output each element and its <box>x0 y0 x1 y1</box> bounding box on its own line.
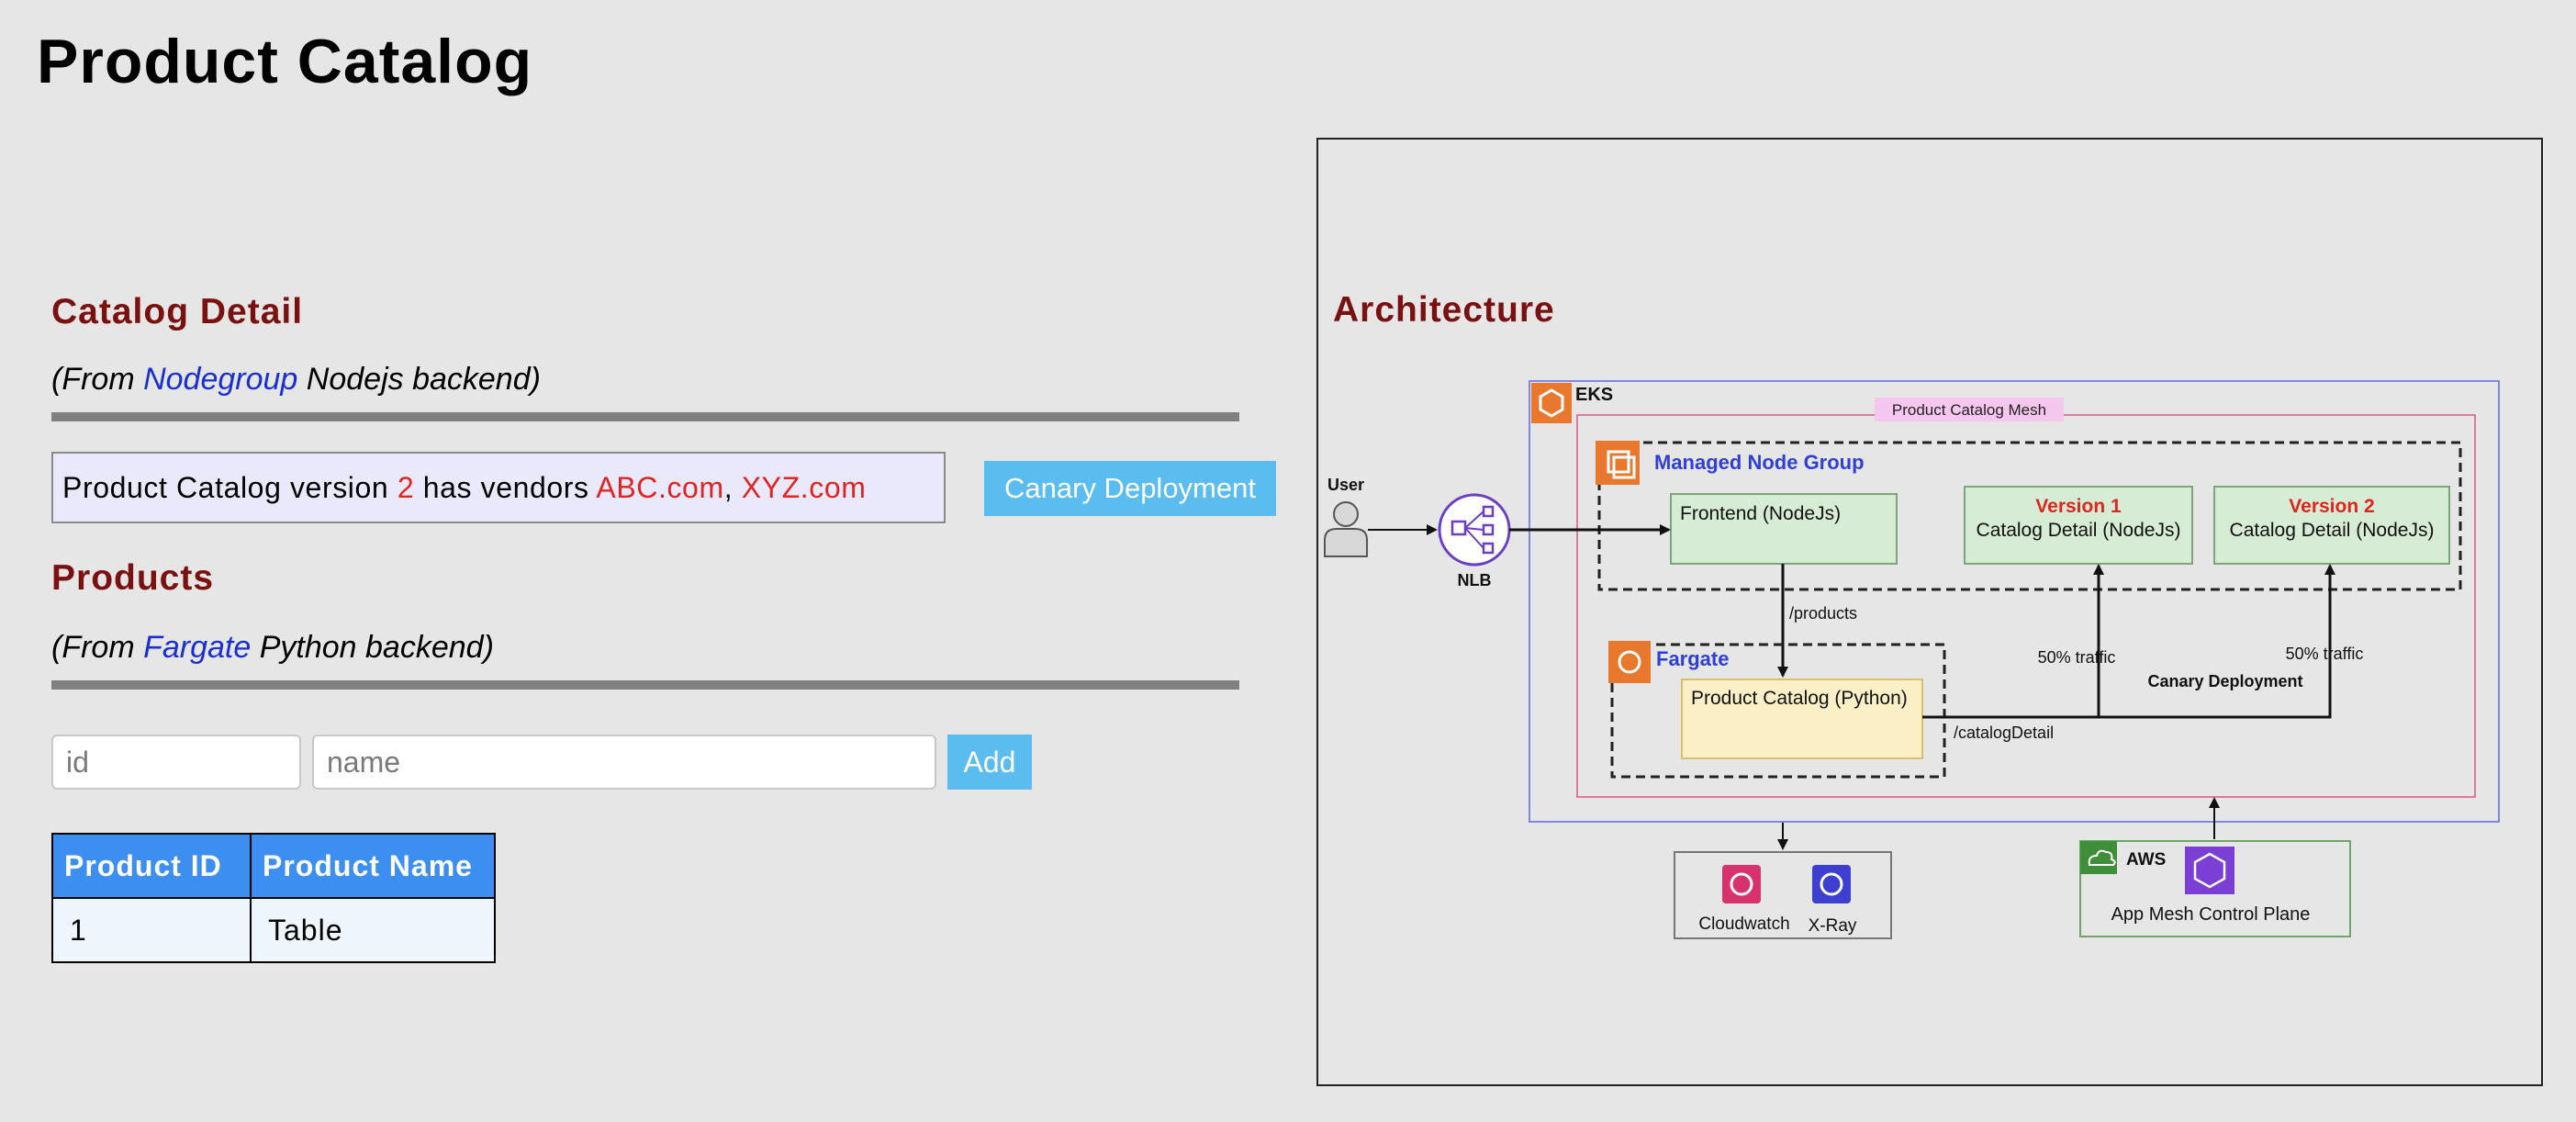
product-catalog-python-box <box>1681 679 1923 759</box>
product-id-input[interactable] <box>51 735 301 790</box>
user-icon-head <box>1333 501 1359 527</box>
node-group-icon-shape-2 <box>1612 455 1636 479</box>
product-catalog-python-label: Product Catalog (Python) <box>1691 688 1908 709</box>
aws-cloud-icon <box>2088 849 2116 866</box>
user-label: User <box>1327 476 1364 494</box>
eks-cluster-box <box>1529 380 2500 823</box>
products-divider <box>51 680 1239 690</box>
fargate-box <box>1610 643 1946 779</box>
app-mesh-label: App Mesh Control Plane <box>2111 904 2311 925</box>
cell-product-id: 1 <box>51 897 252 963</box>
table-header-row: Product ID Product Name <box>51 833 496 899</box>
aws-label: AWS <box>2126 850 2166 870</box>
architecture-diagram: EKS Product Catalog Mesh Managed Node Gr… <box>1324 380 2500 939</box>
fargate-icon <box>1608 641 1651 683</box>
subtitle-prefix: (From <box>51 362 144 397</box>
catalog-info-box: Product Catalog version 2 has vendors AB… <box>51 452 946 523</box>
cloudwatch-label: Cloudwatch <box>1698 914 1789 934</box>
xray-icon <box>1812 865 1851 903</box>
version1-box <box>1964 486 2193 565</box>
products-heading: Products <box>51 558 215 598</box>
eks-label: EKS <box>1575 385 1613 405</box>
architecture-heading: Architecture <box>1333 290 1555 330</box>
frontend-label: Frontend (NodeJs) <box>1680 503 1841 524</box>
managed-node-group-box <box>1597 441 2462 591</box>
info-middle: has vendors <box>414 471 597 504</box>
catalog-detail-subtitle: (From Nodegroup Nodejs backend) <box>51 362 541 398</box>
fargate-label: Fargate <box>1656 647 1729 670</box>
version1-subtitle: Catalog Detail (NodeJs) <box>1977 520 2181 541</box>
aws-box <box>2079 840 2351 937</box>
cloudwatch-icon <box>1722 865 1761 903</box>
nlb-icon-links <box>1464 511 1484 549</box>
cloudwatch-icon-shape <box>1730 872 1753 896</box>
table-row: 1 Table <box>51 897 496 963</box>
subtitle-nodegroup: Nodegroup <box>143 362 298 397</box>
app-mesh-icon-shape <box>2193 852 2226 889</box>
vendor-xyz: XYZ.com <box>741 471 867 504</box>
column-header-product-name: Product Name <box>250 833 496 899</box>
mesh-label: Product Catalog Mesh <box>1892 401 2046 419</box>
version2-title: Version 2 <box>2289 496 2374 517</box>
monitoring-box <box>1674 851 1892 939</box>
catalog-detail-divider <box>51 412 1239 421</box>
traffic-label-1: 50% traffic <box>2038 648 2116 667</box>
canary-deployment-button[interactable]: Canary Deployment <box>984 461 1276 516</box>
fargate-icon-shape <box>1618 650 1641 674</box>
add-button[interactable]: Add <box>947 735 1032 790</box>
catalog-to-version2-arrow <box>2099 564 2335 719</box>
traffic-label-2: 50% traffic <box>2286 645 2364 663</box>
products-subtitle: (From Fargate Python backend) <box>51 630 494 666</box>
xray-label: X-Ray <box>1809 916 1857 936</box>
nlb-label: NLB <box>1458 571 1492 589</box>
version-number: 2 <box>397 471 415 504</box>
version1-title: Version 1 <box>2035 496 2122 517</box>
version2-subtitle: Catalog Detail (NodeJs) <box>2230 520 2435 541</box>
eks-icon-hexagon <box>1539 388 1564 418</box>
frontend-box <box>1670 493 1898 565</box>
products-table: Product ID Product Name 1 Table <box>51 833 496 963</box>
column-header-product-id: Product ID <box>51 833 252 899</box>
subtitle-prefix: (From <box>51 630 144 665</box>
subtitle-suffix: Nodejs backend) <box>297 362 541 397</box>
subtitle-suffix: Python backend) <box>251 630 494 665</box>
product-name-input[interactable] <box>312 735 936 790</box>
info-prefix: Product Catalog version <box>62 471 398 504</box>
node-group-icon-shape-1 <box>1607 450 1630 474</box>
subtitle-fargate: Fargate <box>143 630 252 665</box>
vendor-separator: , <box>723 471 742 504</box>
mesh-label-bg <box>1875 398 2064 421</box>
aws-icon <box>2080 841 2117 874</box>
catalog-detail-path-label: /catalogDetail <box>1954 724 2054 742</box>
xray-icon-shape <box>1820 872 1843 896</box>
catalog-detail-heading: Catalog Detail <box>51 292 304 331</box>
page-title: Product Catalog <box>37 27 533 96</box>
cell-product-name: Table <box>250 897 496 963</box>
architecture-panel <box>1316 138 2543 1086</box>
managed-node-group-label: Managed Node Group <box>1654 451 1865 474</box>
vendor-abc: ABC.com <box>596 471 724 504</box>
user-icon-body <box>1324 528 1368 557</box>
products-path-label: /products <box>1789 604 1857 623</box>
version2-box <box>2213 486 2450 565</box>
canary-deployment-label: Canary Deployment <box>2147 672 2302 690</box>
